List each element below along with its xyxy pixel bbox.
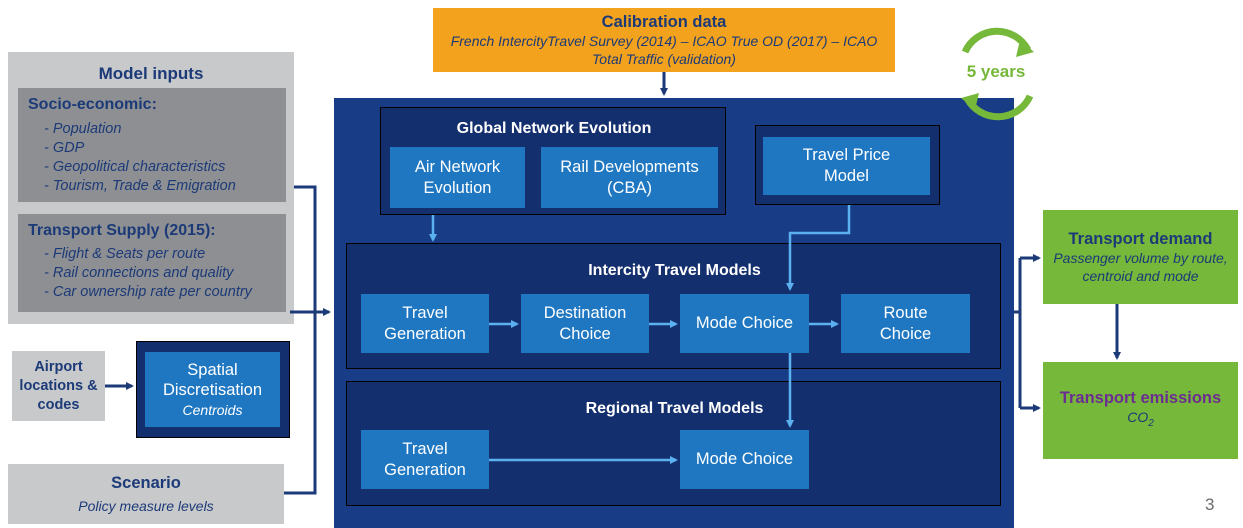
air-network-line2: Evolution	[423, 178, 492, 197]
socio-economic-heading: Socio-economic:	[28, 96, 157, 113]
model-inputs-panel: Model inputs Socio-economic: - Populatio…	[8, 52, 294, 324]
calibration-title: Calibration data	[601, 12, 727, 31]
destination-line2: Choice	[559, 324, 611, 343]
travel-price-box: Travel Price Model	[763, 137, 930, 195]
socio-economic-box: Socio-economic: - Population - GDP - Geo…	[18, 88, 286, 202]
transport-supply-box: Transport Supply (2015): - Flight & Seat…	[18, 214, 286, 312]
air-network-box: Air Network Evolution	[390, 147, 525, 208]
airport-line2: locations &	[19, 377, 98, 394]
co2-subscript: 2	[1148, 417, 1154, 429]
list-item: - Rail connections and quality	[44, 265, 234, 281]
transport-supply-heading: Transport Supply (2015):	[28, 222, 216, 239]
calibration-text: French IntercityTravel Survey (2014) – I…	[450, 32, 878, 67]
transport-emissions-sub: CO2	[1127, 408, 1154, 433]
list-item: - Flight & Seats per route	[44, 246, 206, 262]
regional-mode-label: Mode Choice	[695, 450, 794, 468]
regional-generation-line2: Generation	[384, 460, 466, 479]
regional-title: Regional Travel Models	[585, 400, 764, 417]
spatial-sub: Centroids	[182, 401, 243, 418]
global-network-title: Global Network Evolution	[456, 120, 652, 137]
cycle-arrows-icon	[961, 27, 1034, 121]
co2-main: CO	[1127, 408, 1149, 425]
route-line2: Choice	[879, 324, 932, 343]
airport-locations-box: Airport locations & codes	[12, 351, 105, 421]
model-inputs-title: Model inputs	[98, 64, 204, 83]
calibration-box: Calibration data French IntercityTravel …	[433, 8, 895, 72]
socio-economic-list: - Population - GDP - Geopolitical charac…	[44, 120, 236, 196]
airport-line3: codes	[37, 396, 80, 413]
travel-price-line1: Travel Price	[802, 146, 891, 164]
scenario-sub: Policy measure levels	[78, 498, 214, 514]
inputs-bracket	[284, 185, 317, 495]
spatial-discretisation-box: Spatial Discretisation Centroids	[145, 352, 280, 427]
list-item: - Tourism, Trade & Emigration	[44, 178, 236, 194]
airport-line1: Airport	[34, 358, 83, 375]
transport-emissions-box: Transport emissions CO2	[1043, 362, 1238, 459]
route-choice-box: Route Choice	[841, 294, 970, 353]
scenario-box: Scenario Policy measure levels	[8, 464, 284, 524]
destination-choice-box: Destination Choice	[521, 294, 649, 353]
intercity-mode-choice-box: Mode Choice	[680, 294, 809, 353]
spatial-line1: Spatial	[187, 360, 238, 379]
transport-supply-list: - Flight & Seats per route - Rail connec…	[44, 245, 252, 302]
intercity-generation-box: Travel Generation	[361, 294, 489, 353]
intercity-generation-line2: Generation	[384, 324, 466, 343]
regional-generation-line1: Travel	[402, 439, 448, 458]
price-to-mode-arrow	[786, 205, 851, 291]
list-item: - GDP	[44, 140, 85, 156]
transport-demand-box: Transport demand Passenger volume by rou…	[1043, 210, 1238, 304]
transport-emissions-title: Transport emissions	[1059, 388, 1222, 407]
list-item: - Population	[44, 121, 122, 137]
rail-developments-box: Rail Developments (CBA)	[541, 147, 718, 208]
spatial-line2: Discretisation	[162, 380, 263, 399]
air-network-line1: Air Network	[414, 157, 501, 176]
cycle-label: 5 years	[966, 62, 1026, 81]
list-item: - Geopolitical characteristics	[44, 159, 226, 175]
travel-price-line2: Model	[824, 167, 869, 185]
regional-generation-box: Travel Generation	[361, 430, 489, 489]
rail-line1: Rail Developments	[560, 157, 699, 176]
scenario-title: Scenario	[111, 474, 181, 492]
intercity-generation-line1: Travel	[402, 303, 448, 322]
page-number: 3	[1205, 495, 1215, 514]
intercity-title: Intercity Travel Models	[588, 262, 761, 279]
regional-mode-choice-box: Mode Choice	[680, 430, 809, 489]
route-line1: Route	[883, 303, 928, 322]
intercity-mode-label: Mode Choice	[695, 314, 794, 332]
list-item: - Car ownership rate per country	[44, 284, 252, 300]
transport-demand-title: Transport demand	[1068, 229, 1213, 248]
transport-demand-sub: Passenger volume by route, centroid and …	[1053, 249, 1228, 284]
destination-line1: Destination	[543, 303, 627, 322]
rail-line2: (CBA)	[607, 178, 652, 197]
